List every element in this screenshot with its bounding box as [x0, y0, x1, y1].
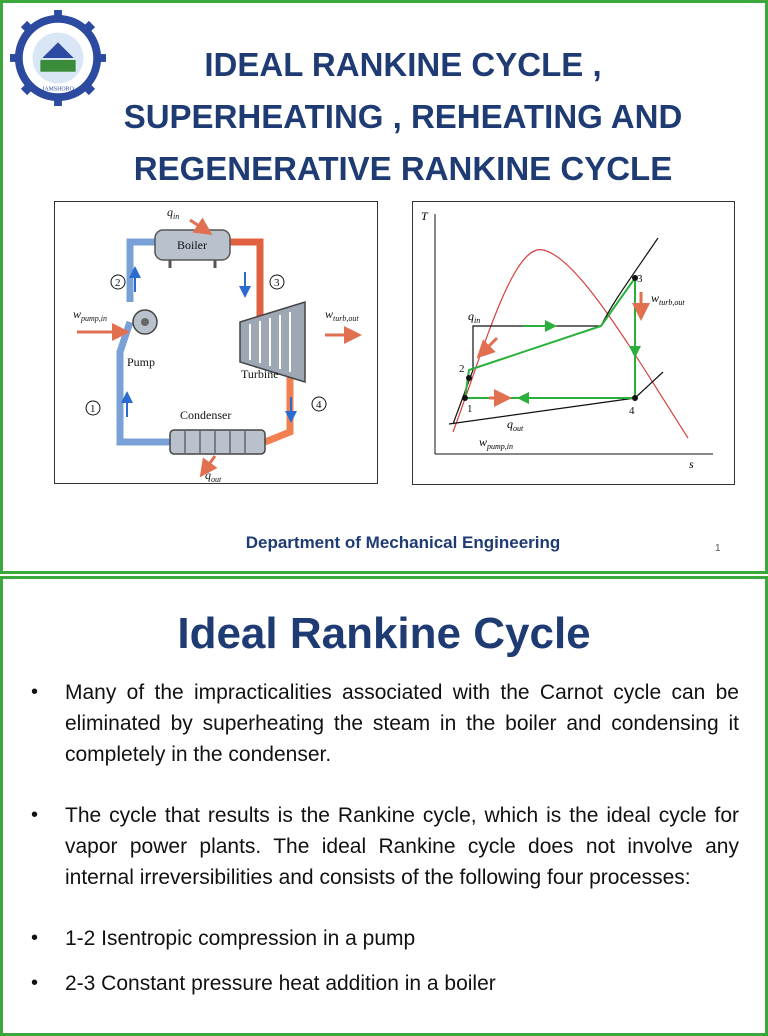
title-line-1: IDEAL RANKINE CYCLE , — [204, 46, 602, 83]
w-turb-label: wturb,out — [325, 307, 359, 323]
ts-state-1: 1 — [467, 403, 473, 415]
title-line-2: SUPERHEATING , REHEATING AND — [123, 98, 683, 135]
w-pump-label: wpump,in — [73, 307, 107, 323]
bullet-item: Many of the impracticalities associated … — [29, 677, 739, 770]
ts-state-2: 2 — [459, 363, 465, 375]
university-logo: JAMSHORO — [9, 9, 107, 107]
pump-label: Pump — [127, 355, 155, 369]
ts-q-in-label: qin — [468, 309, 480, 325]
ts-state-3: 3 — [637, 273, 643, 285]
boiler-label: Boiler — [177, 238, 207, 252]
bullet-item: 2-3 Constant pressure heat addition in a… — [29, 968, 739, 999]
bullet-item: 1-2 Isentropic compression in a pump — [29, 923, 739, 954]
department-label: Department of Mechanical Engineering — [245, 533, 561, 552]
page-number: 1 — [715, 543, 721, 554]
bullet-list: Many of the impracticalities associated … — [29, 677, 739, 1013]
slide-1-title: IDEAL RANKINE CYCLE , SUPERHEATING , REH… — [93, 39, 713, 195]
q-in-label: qin — [167, 205, 179, 221]
bullet-item: The cycle that results is the Rankine cy… — [29, 800, 739, 893]
ts-q-out-label: qout — [507, 417, 524, 433]
state-1: 1 — [90, 403, 96, 415]
turbine-label: Turbine — [241, 367, 279, 381]
ts-state-4: 4 — [629, 405, 635, 417]
axis-t-label: T — [421, 209, 429, 223]
slide-1: JAMSHORO IDEAL RANKINE CYCLE , SUPERHEAT… — [0, 0, 768, 574]
ts-w-turb-label: wturb,out — [651, 291, 685, 307]
logo-text-bottom: JAMSHORO — [42, 86, 74, 92]
state-2: 2 — [115, 277, 121, 289]
state-4: 4 — [316, 399, 322, 411]
condenser-label: Condenser — [180, 408, 231, 422]
slide-2-title: Ideal Rankine Cycle — [177, 609, 591, 658]
rankine-cycle-diagram: Boiler qin Turbine wturb,out Pump wpump,… — [54, 201, 378, 484]
title-line-3: REGENERATIVE RANKINE CYCLE — [133, 150, 673, 187]
q-out-label: qout — [205, 468, 222, 484]
ts-diagram: T s 1 2 3 4 qin wturb,out qout wpump,in — [412, 201, 735, 485]
axis-s-label: s — [689, 457, 694, 471]
state-3: 3 — [274, 277, 280, 289]
slide-2: Ideal Rankine Cycle Many of the impracti… — [0, 576, 768, 1036]
ts-w-pump-label: wpump,in — [479, 435, 513, 451]
